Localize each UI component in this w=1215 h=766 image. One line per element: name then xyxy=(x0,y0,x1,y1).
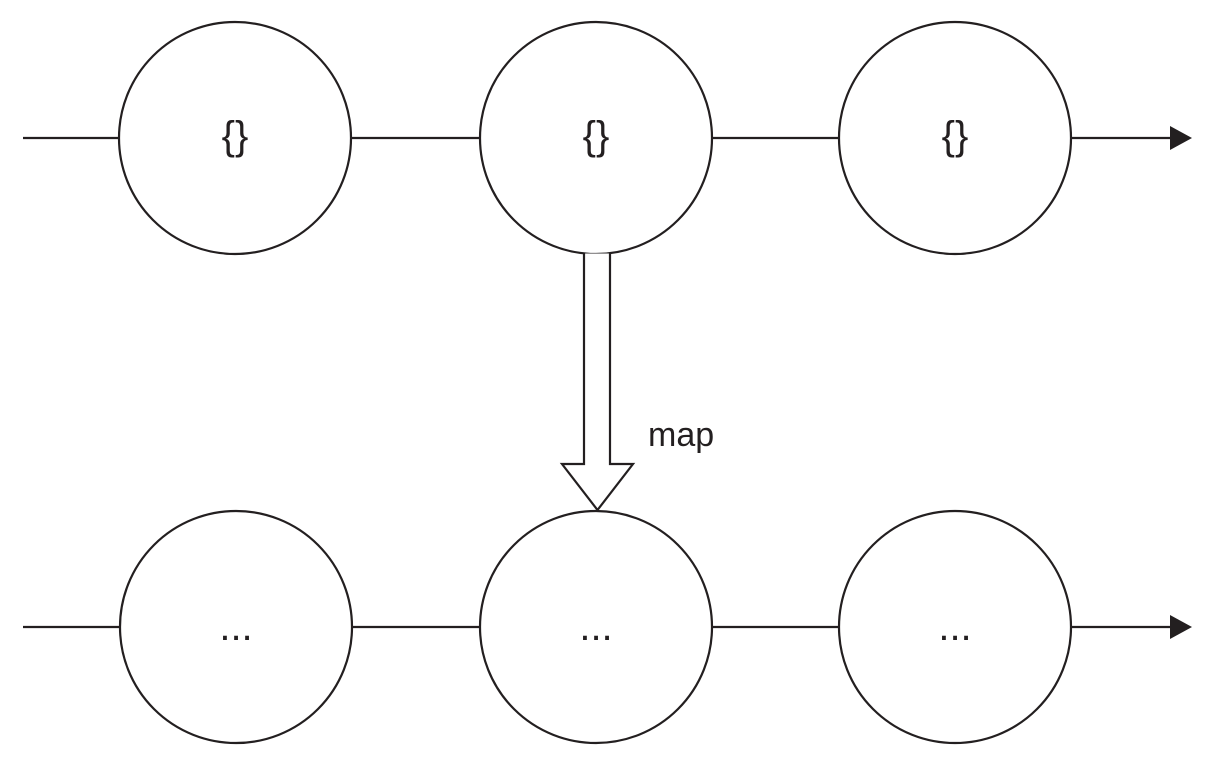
map-arrow: map xyxy=(559,253,714,512)
stream-node: ... xyxy=(478,509,714,745)
bottom-stream-arrowhead-icon xyxy=(1170,615,1192,639)
diagram-root-group: {} {} {} map xyxy=(23,20,1192,745)
stream-node: ... xyxy=(118,509,354,745)
top-stream-arrowhead-icon xyxy=(1170,126,1192,150)
stream-node: {} xyxy=(478,20,714,256)
map-arrow-label: map xyxy=(648,416,714,454)
top-stream: {} {} {} xyxy=(23,20,1192,256)
bottom-stream: ... ... ... xyxy=(23,509,1192,745)
stream-node-circle xyxy=(837,509,1073,745)
stream-node: ... xyxy=(837,509,1073,745)
stream-node-circle xyxy=(837,20,1073,256)
stream-node-label: ... xyxy=(219,605,252,649)
stream-node-label: {} xyxy=(222,114,249,158)
stream-node: {} xyxy=(117,20,353,256)
stream-node-circle xyxy=(478,509,714,745)
map-arrow-shape xyxy=(559,253,636,512)
stream-node-label: {} xyxy=(942,114,969,158)
stream-node-circle xyxy=(118,509,354,745)
stream-node-circle xyxy=(117,20,353,256)
stream-node-label: ... xyxy=(579,605,612,649)
stream-node: {} xyxy=(837,20,1073,256)
stream-node-label: {} xyxy=(583,114,610,158)
stream-node-label: ... xyxy=(938,605,971,649)
